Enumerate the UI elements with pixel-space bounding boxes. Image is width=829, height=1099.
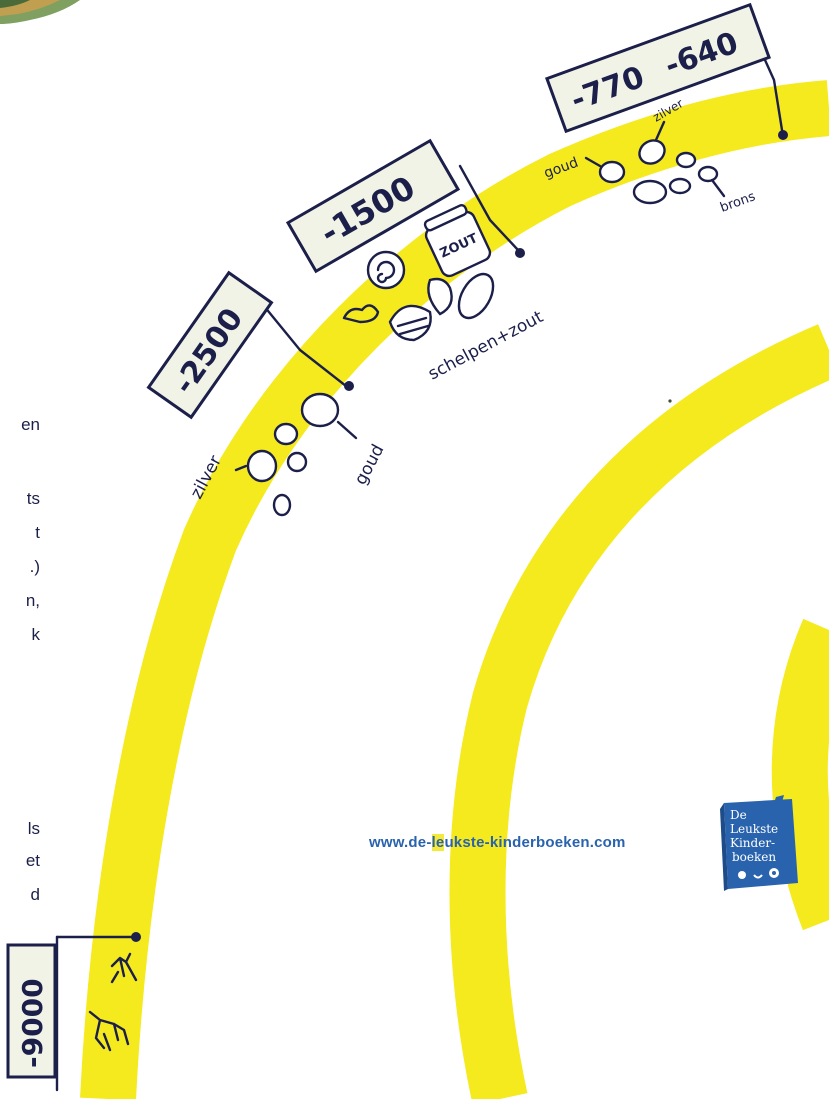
camel-doodle <box>88 1010 130 1052</box>
coin-small-2 <box>668 177 692 195</box>
marker-9000: -9000 <box>6 932 141 1092</box>
note-brons: brons <box>718 189 757 216</box>
deer-doodle-small <box>110 952 138 984</box>
marker-2500-box <box>146 270 274 420</box>
website-link[interactable]: www.de-leukste-kinderboeken.com <box>369 834 626 851</box>
marker-9000-year: -9000 <box>16 978 49 1068</box>
logo-line-2: Leukste <box>730 822 778 836</box>
left-text-fragment: d <box>30 885 40 904</box>
marker-1500-dot <box>515 248 525 258</box>
left-text-fragment: n, <box>25 591 40 610</box>
coin-silver-2 <box>246 449 278 483</box>
coin-bronze <box>697 165 719 183</box>
website-link-part: www.de- <box>369 834 432 851</box>
timeline-track-inner <box>449 324 829 1099</box>
marker-2500-line <box>262 304 348 388</box>
logo-line-1: De <box>730 808 747 822</box>
marker-9000-box <box>6 943 57 1079</box>
coin-gold-large <box>300 392 340 428</box>
coin-silver-1 <box>273 422 299 446</box>
cone-shell-icon <box>427 277 453 316</box>
logo-eye-left <box>738 871 746 879</box>
snail-spiral <box>376 260 396 284</box>
corner-illustration-fragment <box>0 0 80 24</box>
marker-1500-line <box>458 164 520 252</box>
zilver-pointer <box>234 464 248 472</box>
salt-jar-icon: ZOUT <box>423 204 492 278</box>
goud-pointer-2 <box>584 156 602 168</box>
coin-silver-4 <box>272 493 292 517</box>
website-link-highlight: le <box>431 834 445 851</box>
note-goud: goud <box>351 441 389 488</box>
coin-large <box>632 179 668 205</box>
left-text-fragment: .) <box>29 557 40 576</box>
snail-shell-icon <box>366 250 406 290</box>
speck <box>668 399 672 403</box>
zilver-pointer-2 <box>654 120 666 142</box>
marker-9000-dot <box>131 932 141 942</box>
marker-770-dot <box>778 130 788 140</box>
logo-smile <box>753 874 763 879</box>
coin-silver <box>638 139 666 165</box>
left-text-fragment: ts <box>26 489 40 508</box>
timeline-track-right <box>771 618 829 931</box>
small-shell-icon <box>342 304 380 324</box>
marker-2500-dot <box>344 381 354 391</box>
de-leukste-kinderboeken-logo[interactable]: De Leukste Kinder- boeken <box>718 795 806 893</box>
coin-small-1 <box>675 151 697 169</box>
left-text-fragment: t <box>35 523 40 542</box>
website-link-part: ukste-kinderboeken.com <box>444 834 626 851</box>
goud-pointer <box>336 420 358 440</box>
scallop-lines <box>396 316 430 336</box>
left-text-fragment: k <box>31 625 41 644</box>
brons-pointer <box>710 178 726 198</box>
coin-gold <box>598 160 626 184</box>
logo-pupil <box>772 871 776 875</box>
left-text-fragment: ls <box>27 819 40 838</box>
marker-1500-box <box>285 138 461 274</box>
mussel-shell-icon <box>457 272 495 320</box>
coin-silver-3 <box>286 451 308 473</box>
note-schelpen-zout: schelpen+zout <box>425 307 547 385</box>
marker-770-640-box <box>545 2 771 134</box>
logo-line-3: Kinder- <box>730 836 775 850</box>
logo-line-4: boeken <box>732 850 776 864</box>
left-text-fragment: en <box>21 415 40 434</box>
left-text-fragment: et <box>25 851 40 870</box>
